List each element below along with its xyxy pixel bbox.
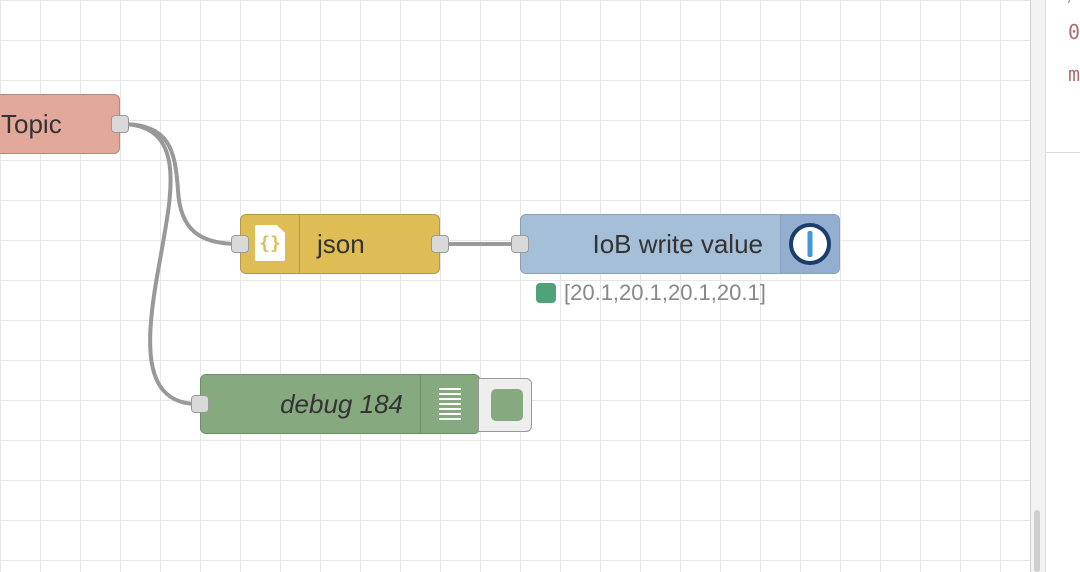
status-text: [20.1,20.1,20.1,20.1]	[564, 280, 766, 305]
mqtt-node-label: Topic	[1, 108, 62, 139]
iob-write-node[interactable]: IoB write value	[520, 214, 840, 274]
json-icon-area: {}	[241, 215, 300, 273]
sidebar-panel: / 0 m	[1046, 0, 1080, 572]
json-input-port[interactable]	[231, 235, 249, 253]
json-node-label: json	[317, 228, 365, 259]
debug-toggle-button[interactable]	[478, 378, 532, 432]
iob-input-port[interactable]	[511, 235, 529, 253]
list-icon	[420, 375, 479, 433]
sidebar-text-0: /	[1068, 0, 1072, 8]
iob-icon-area	[780, 215, 839, 273]
flow-canvas[interactable]: Topic {} json IoB write value [20.1,20.1…	[0, 0, 1030, 572]
sidebar-info-panel: / 0 m	[1046, 0, 1080, 153]
sidebar-text-2: m	[1068, 62, 1080, 86]
status-dot-icon	[536, 283, 556, 303]
debug-input-port[interactable]	[191, 395, 209, 413]
iob-node-label: IoB write value	[592, 228, 763, 259]
mqtt-in-node[interactable]: Topic	[0, 94, 120, 154]
iob-node-status: [20.1,20.1,20.1,20.1]	[536, 280, 766, 306]
debug-toggle-indicator	[491, 389, 523, 421]
scrollbar-thumb[interactable]	[1034, 510, 1040, 572]
iobroker-logo-icon	[789, 223, 831, 265]
sidebar-text-1: 0	[1068, 20, 1080, 44]
sidebar-resize-handle[interactable]	[1030, 0, 1046, 572]
debug-node-label: debug 184	[280, 388, 403, 419]
mqtt-output-port[interactable]	[111, 115, 129, 133]
wires-layer	[120, 122, 518, 406]
json-node[interactable]: {} json	[240, 214, 440, 274]
wire-mqtt-debug	[120, 122, 199, 406]
debug-node[interactable]: debug 184	[200, 374, 480, 434]
wire-mqtt-json	[120, 122, 239, 246]
json-output-port[interactable]	[431, 235, 449, 253]
braces-icon: {}	[255, 225, 285, 261]
